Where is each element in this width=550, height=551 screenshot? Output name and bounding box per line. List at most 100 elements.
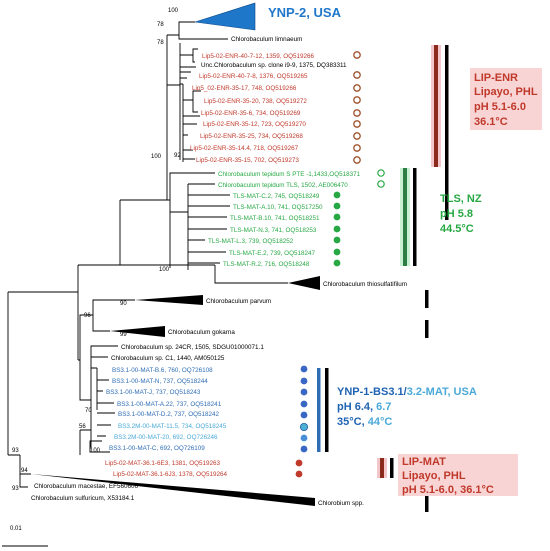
leaf-enr3: Lip5_02-ENR-35-17, 748, OQ519266: [192, 85, 297, 92]
bootstrap-label: 100: [159, 267, 170, 273]
lip-enr-title: LIP-ENR: [474, 72, 518, 84]
marker-dot: [295, 459, 303, 467]
leaf-enr6: Lip5-02-ENR-35-12, 723, OQ519270: [203, 121, 306, 128]
ynp1-ph-b: 6.7: [376, 401, 391, 413]
tls-title: TLS, NZ: [440, 193, 482, 205]
bar-chlorobium: [425, 495, 429, 512]
bootstrap-label: 92: [174, 153, 181, 159]
bootstrap-label: 78: [157, 22, 164, 28]
bs-markers: [299, 365, 308, 453]
leaf-parvum: Chlorobaculum parvum: [206, 298, 271, 305]
lip-enr-temp: 36.1°C: [474, 116, 508, 128]
bootstrap-label: 78: [157, 40, 164, 46]
lip-mat-title: LIP-MAT: [402, 456, 446, 468]
marker-open-circle: [353, 96, 361, 104]
leaf-bs6: BS3.2M-00-MAT-11.5, 734, OQ518245: [118, 423, 227, 430]
tree-branches: [7, 21, 288, 488]
marker-open-circle: [353, 109, 361, 117]
bar-enr: [434, 45, 438, 167]
leaf-enr4: Lip5-02-ENR-35-20, 738, OQ519272: [204, 98, 307, 105]
bar-bs-blue: [317, 368, 321, 452]
leaf-enr9: Lip5-02-ENR-35-15, 702, OQ519273: [196, 157, 299, 164]
group-bars: [317, 45, 449, 512]
marker-dot: [299, 422, 308, 431]
mat-markers: [295, 459, 303, 478]
marker-open-circle: [377, 180, 385, 188]
ynp1-title-b: 3.2-MAT, USA: [407, 386, 477, 398]
marker-dot: [300, 434, 308, 442]
ynp2-label: YNP-2, USA: [268, 5, 342, 20]
leaf-macestae: Chlorobaculum macestae, EF560606: [34, 483, 138, 490]
leaf-labels: YNP-2, USA Chlorobaculum limnaeum Lip5-0…: [31, 5, 407, 507]
bootstrap-label: 96: [84, 313, 91, 319]
marker-dot: [295, 470, 303, 478]
leaf-chlorobium: Chlorobium spp.: [318, 500, 364, 507]
leaf-tls4: TLS-MAT-N.3, 741, OQ518253: [230, 227, 317, 234]
marker-open-circle: [353, 156, 361, 164]
lip-enr-ph: pH 5.1-6.0: [474, 101, 526, 113]
bar-gokarna: [425, 320, 429, 338]
ynp2-wedge: [194, 2, 256, 31]
leaf-spc1: Chlorobaculum sp. C1, 1440, AM050125: [111, 355, 225, 362]
tls-ph: pH 5.8: [440, 208, 473, 220]
marker-dot: [333, 202, 341, 210]
bar-bs-black: [325, 368, 329, 452]
leaf-tls5: TLS-MAT-L.3, 739, OQ518252: [208, 238, 294, 245]
leaf-tls6: TLS-MAT-E.2, 739, OQ518247: [229, 250, 315, 257]
ynp1-title-a: YNP-1-BS3.1/: [337, 386, 407, 398]
leaf-enr8: Lip5-02-ENR-35-14.4, 718, OQ519267: [190, 145, 299, 152]
ynp1-ph-a: pH 6.4,: [337, 401, 376, 413]
leaf-tep1: Chlorobaculum tepidum S PTE -1,1433,OQ51…: [218, 171, 361, 178]
marker-dot: [300, 365, 308, 373]
leaf-bs8: BS3.1-00-MAT-C, 692, OQ726109: [109, 445, 205, 452]
bootstrap-label: 93: [12, 448, 19, 454]
marker-dot: [333, 191, 341, 199]
leaf-limnaeum: Chlorobaculum limnaeum: [231, 36, 302, 43]
marker-dot: [300, 388, 308, 396]
leaf-enr7: Lip5-02-ENR-35-25, 734, OQ519268: [200, 133, 303, 140]
enr-markers: [353, 51, 361, 164]
marker-dot: [300, 377, 308, 385]
gokarna-wedge: [110, 326, 165, 337]
tls-markers: [333, 191, 341, 267]
scale-label: 0.01: [10, 526, 22, 532]
bar-enr-black: [445, 45, 449, 220]
bootstrap-label: 70: [85, 408, 92, 414]
chlorobium-wedge: [31, 474, 315, 506]
bootstrap-values: 100 78 78 92 100 100 90 96 99 70 56 100 …: [12, 8, 181, 492]
thiosulfatiphilum-wedge: [288, 276, 320, 290]
leaf-mat1: Lip5-02-MAT-36.1-6E3, 1381, OQ519263: [105, 460, 221, 467]
leaf-bs5: BS3.1-00-MAT-D.2, 737, OQ518242: [118, 411, 220, 418]
bootstrap-label: 90: [120, 301, 127, 307]
bootstrap-label: 94: [21, 468, 28, 474]
leaf-gokarna: Chlorobaculum gokarna: [168, 329, 235, 336]
bar-tls-black: [413, 168, 417, 266]
marker-open-circle: [377, 169, 385, 177]
ynp1-temp-b: 44°C: [368, 416, 393, 428]
marker-dot: [333, 213, 341, 221]
leaf-bs2: BS3.1-00-MAT-N, 737, OQ518244: [112, 378, 208, 385]
ynp1-ph: pH 6.4, 6.7: [337, 401, 391, 413]
leaf-enr5: Lip5-02-ENR-35-6, 734, OQ519269: [201, 110, 301, 117]
leaf-sp24: Chlorobaculum sp. 24CR, 1505, SDGU010000…: [121, 344, 264, 351]
marker-open-circle: [353, 144, 361, 152]
ynp1-temp: 35°C, 44°C: [337, 416, 392, 428]
leaf-tls7: TLS-MAT-R.2, 716, OQ518248: [223, 261, 310, 268]
bar-tls: [403, 168, 407, 266]
marker-open-circle: [353, 71, 361, 79]
leaf-enr1: Lip5-02-ENR-40-7-12, 1359, OQ519266: [202, 53, 315, 60]
leaf-unc: Unc.Chlorobaculum sp. clone i9-9, 1375, …: [201, 62, 347, 69]
lip-mat-highlight: [398, 454, 518, 496]
lip-mat-ph-temp: pH 5.1-6.0, 36.1°C: [402, 484, 494, 496]
leaf-bs1: BS3.1-00-MAT-B.6, 760, OQ726108: [112, 367, 213, 374]
lip-enr-highlight: [470, 68, 542, 130]
parvum-wedge: [135, 295, 203, 305]
leaf-tep2: Chlorobaculum tepidum TLS, 1502, AE00647…: [218, 182, 348, 189]
marker-dot: [333, 236, 341, 244]
bootstrap-label: 100: [90, 448, 101, 454]
leaf-mat2: Lip5-02-MAT-36.1-6J3, 1378, OQ519264: [113, 471, 227, 478]
group-labels: LIP-ENR Lipayo, PHL pH 5.1-6.0 36.1°C TL…: [337, 68, 542, 496]
leaf-tls3: TLS-MAT-B.10, 741, OQ518251: [230, 215, 320, 222]
marker-open-circle: [353, 132, 361, 140]
marker-open-circle: [353, 84, 361, 92]
